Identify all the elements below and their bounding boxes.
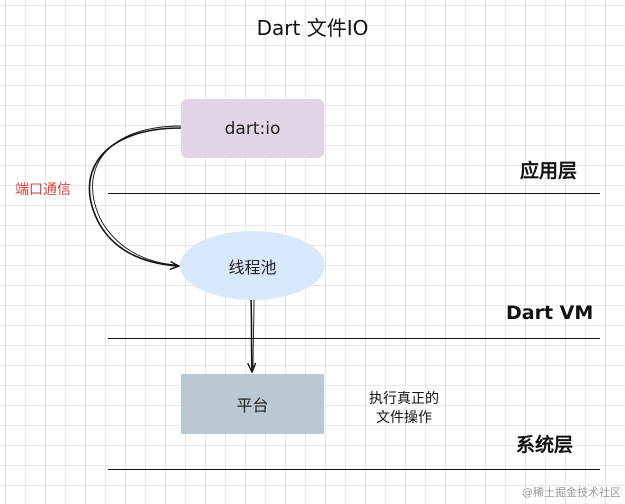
- watermark: @稀土掘金技术社区: [522, 486, 621, 499]
- app-layer-label: 应用层: [520, 160, 578, 182]
- dart-io-label: dart:io: [224, 118, 281, 139]
- vm-layer-divider: [108, 338, 600, 339]
- platform-label: 平台: [236, 396, 269, 415]
- diagram-title: Dart 文件IO: [256, 16, 369, 40]
- note-line-2: 文件操作: [376, 410, 432, 426]
- file-operation-note: 执行真正的 文件操作: [352, 390, 456, 428]
- system-layer-label: 系统层: [516, 434, 574, 456]
- system-layer-divider: [108, 469, 600, 470]
- platform-node: 平台: [181, 374, 324, 434]
- app-layer-divider: [108, 193, 600, 194]
- note-line-1: 执行真正的: [369, 391, 439, 407]
- dart-io-node: dart:io: [181, 99, 324, 158]
- thread-pool-node: 线程池: [180, 231, 325, 300]
- thread-pool-label: 线程池: [228, 257, 277, 277]
- pool-to-platform-arrow-sketch: [252, 299, 255, 369]
- port-communication-arrow: [88, 127, 182, 266]
- port-communication-label: 端口通信: [15, 182, 71, 198]
- vm-layer-label: Dart VM: [506, 302, 594, 324]
- port-communication-arrow-sketch: [92, 125, 182, 266]
- pool-to-platform-arrow: [251, 299, 252, 371]
